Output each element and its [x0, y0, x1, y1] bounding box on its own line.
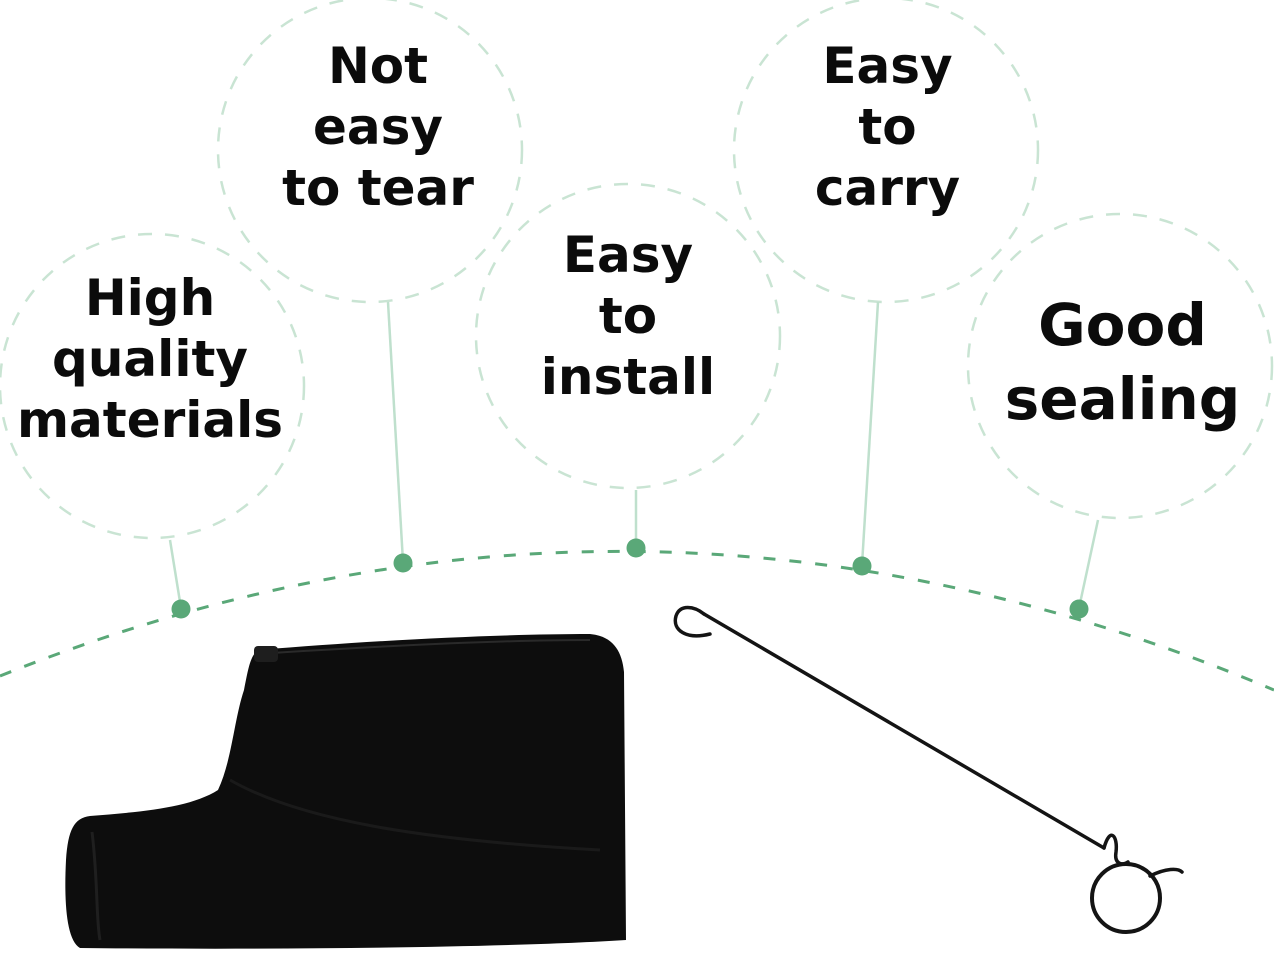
- dashed-arc: [0, 549, 1274, 692]
- connector-good-sealing: [1077, 519, 1100, 609]
- arc-dot-good-sealing: [1069, 599, 1089, 619]
- bubble-circle-easy-to-carry: [732, 0, 1040, 304]
- arc-dot-easy-to-carry: [852, 556, 872, 576]
- connector-not-easy-to-tear: [386, 301, 405, 563]
- feature-label-high-quality: High quality materials: [16, 269, 284, 449]
- feature-label-not-easy-to-tear: Not easy to tear: [282, 37, 474, 217]
- arc-dot-high-quality: [171, 599, 191, 619]
- feature-label-easy-to-install: Easy to install: [540, 226, 716, 406]
- connector-easy-to-carry: [860, 301, 880, 566]
- bubble-circle-good-sealing: [966, 212, 1274, 520]
- wire-hook-image: [673, 605, 1184, 934]
- bubble-circle-easy-to-install: [474, 182, 782, 490]
- arc-dot-not-easy-to-tear: [393, 553, 413, 573]
- arc-dot-easy-to-install: [626, 538, 646, 558]
- bubble-circle-high-quality: [0, 232, 306, 540]
- feature-label-good-sealing: Good sealing: [1004, 291, 1241, 434]
- feature-label-easy-to-carry: Easy to carry: [814, 37, 961, 217]
- bubble-circle-not-easy-to-tear: [216, 0, 524, 304]
- dust-bag-image: [65, 634, 627, 949]
- connector-high-quality: [168, 539, 183, 609]
